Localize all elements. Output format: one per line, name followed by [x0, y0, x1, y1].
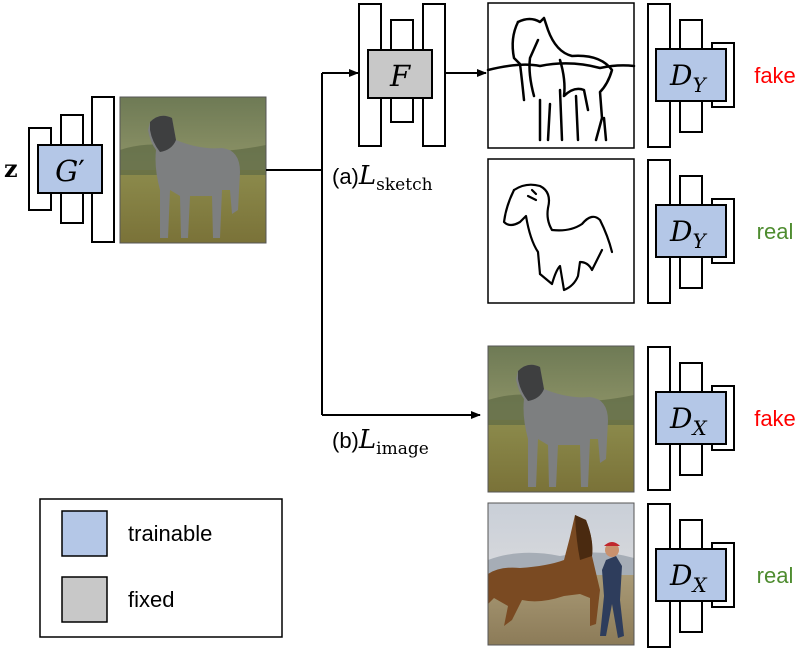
real-horse-photo	[487, 502, 635, 646]
discriminator-block	[655, 48, 727, 102]
real-sketch-image	[487, 158, 635, 304]
discriminator-block	[655, 548, 727, 602]
generated-horse-photo	[119, 96, 267, 244]
generated-horse-photo-copy	[487, 345, 635, 493]
verdict-fake: fake	[754, 406, 796, 431]
legend-swatch-fixed	[61, 576, 108, 623]
sketch-network-block	[367, 49, 433, 99]
verdict-real: real	[757, 219, 794, 244]
legend-label-trainable: trainable	[128, 521, 212, 546]
discriminator-1: DY fake	[647, 3, 796, 148]
legend-swatch-trainable	[61, 510, 108, 557]
legend: trainable fixed	[39, 498, 283, 638]
legend-label-fixed: fixed	[128, 587, 174, 612]
discriminator-label: DY	[669, 215, 707, 253]
latent-input-z: z	[4, 154, 18, 183]
discriminator-4: DX real	[647, 503, 794, 648]
image-loss-label: (b)Limage	[332, 425, 429, 459]
sketch-network: F	[358, 3, 446, 147]
discriminator-block	[655, 204, 727, 258]
discriminator-label: DY	[669, 59, 707, 97]
generated-sketch-image	[486, 2, 636, 149]
generator-network: G′	[28, 96, 115, 243]
verdict-real: real	[757, 563, 794, 588]
discriminator-2: DY real	[647, 159, 794, 304]
sketch-loss-label: (a)Lsketch	[332, 161, 433, 195]
sketch-network-label: F	[389, 59, 411, 93]
discriminator-label: DX	[669, 402, 707, 440]
discriminator-label: DX	[669, 559, 707, 597]
verdict-fake: fake	[754, 63, 796, 88]
discriminator-block	[655, 391, 727, 445]
discriminator-3: DX fake	[647, 346, 796, 491]
generator-label: G′	[55, 154, 85, 188]
generator-block	[37, 144, 103, 194]
